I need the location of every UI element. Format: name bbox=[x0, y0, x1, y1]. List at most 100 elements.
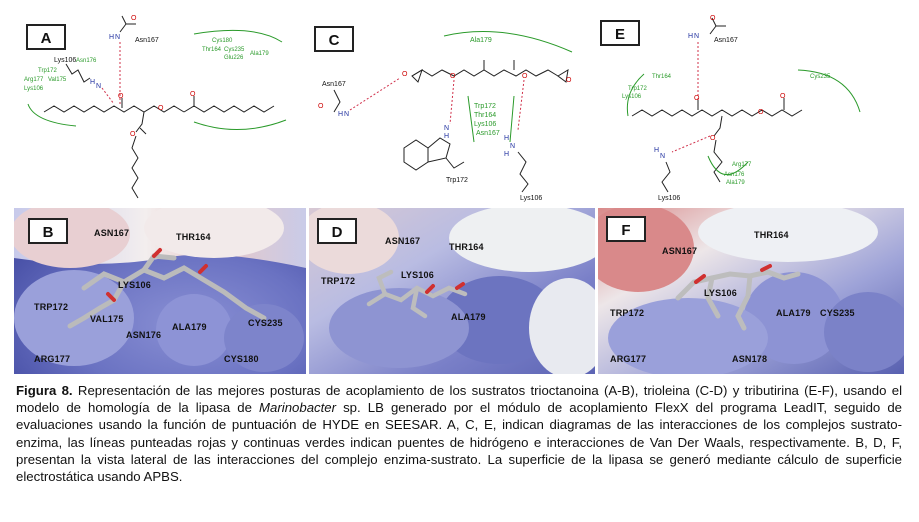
a-asn176-label: Asn176 bbox=[76, 58, 97, 64]
e-trp172-label: Trp172 bbox=[628, 86, 647, 92]
caption-part1: Representación de las mejores posturas d… bbox=[16, 383, 902, 416]
a-ala179-label: Ala179 bbox=[250, 51, 269, 57]
b-ala179-label: ALA179 bbox=[172, 322, 207, 332]
b-cys235-label: CYS235 bbox=[248, 318, 283, 328]
e-cys235-label: Cys235 bbox=[810, 74, 831, 80]
svg-text:O: O bbox=[130, 131, 136, 138]
panel-c-letter: C bbox=[314, 26, 354, 52]
svg-text:O: O bbox=[402, 71, 408, 78]
e-lys106b-label: Lys106 bbox=[658, 195, 680, 202]
svg-text:O: O bbox=[318, 103, 324, 110]
d-asn167-label: ASN167 bbox=[385, 236, 421, 246]
e-asn176-label: Asn176 bbox=[724, 172, 745, 178]
svg-text:N: N bbox=[344, 111, 349, 118]
svg-text:O: O bbox=[118, 93, 124, 100]
a-cys235-label: Cys235 bbox=[224, 47, 245, 53]
svg-text:O: O bbox=[710, 135, 716, 142]
svg-text:H: H bbox=[90, 79, 95, 86]
svg-text:H: H bbox=[688, 33, 693, 40]
panel-e-diagram: O H N Asn167 Thr164 Trp172 Lys106 O O O … bbox=[598, 12, 904, 204]
a-glu226-label: Glu226 bbox=[224, 55, 244, 61]
a-lys106b-label: Lys106 bbox=[24, 86, 44, 92]
panel-d-svg bbox=[309, 208, 595, 374]
a-val175-label: Val175 bbox=[48, 77, 67, 83]
d-lys106-label: LYS106 bbox=[401, 270, 434, 280]
svg-text:N: N bbox=[660, 153, 665, 160]
svg-text:O: O bbox=[758, 109, 764, 116]
c-asn167-label: Asn167 bbox=[322, 81, 346, 88]
f-trp172-label: TRP172 bbox=[610, 308, 645, 318]
svg-text:O: O bbox=[450, 73, 456, 80]
panel-e-letter: E bbox=[600, 20, 640, 46]
f-arg177-label: ARG177 bbox=[610, 354, 647, 364]
panel-f-surface: F ASN167 THR164 LYS106 TRP172 ALA179 CYS… bbox=[598, 208, 904, 374]
b-asn167-label: ASN167 bbox=[94, 228, 130, 238]
b-val175-label: VAL175 bbox=[90, 314, 124, 324]
svg-text:H: H bbox=[109, 34, 114, 41]
svg-text:N: N bbox=[694, 33, 699, 40]
panel-a-diagram: O H N Asn167 Lys106 H N Asn176 Trp172 Ar… bbox=[14, 12, 300, 204]
a-lys106-label: Lys106 bbox=[54, 57, 76, 64]
panel-e-svg: O H N Asn167 Thr164 Trp172 Lys106 O O O … bbox=[622, 15, 861, 202]
e-thr164-label: Thr164 bbox=[652, 74, 672, 80]
a-trp172-label: Trp172 bbox=[38, 68, 57, 74]
svg-text:O: O bbox=[131, 15, 137, 22]
panel-b-letter: B bbox=[28, 218, 68, 244]
svg-text:O: O bbox=[694, 95, 700, 102]
f-lys106-label: LYS106 bbox=[704, 288, 737, 298]
a-arg177-label: Arg177 bbox=[24, 77, 44, 83]
d-trp172-label: TRP172 bbox=[321, 276, 356, 286]
a-asn167-label: Asn167 bbox=[135, 37, 159, 44]
svg-text:O: O bbox=[522, 73, 528, 80]
e-arg177-label: Arg177 bbox=[732, 162, 752, 168]
c-trp172b-label: Trp172 bbox=[474, 103, 496, 110]
svg-text:H: H bbox=[444, 133, 449, 140]
svg-text:O: O bbox=[710, 15, 716, 22]
panel-d-letter: D bbox=[317, 218, 357, 244]
panel-a-letter: A bbox=[26, 24, 66, 50]
d-ala179-label: ALA179 bbox=[451, 312, 486, 322]
b-cys180-label: CYS180 bbox=[224, 354, 259, 364]
panel-a-svg: O H N Asn167 Lys106 H N Asn176 Trp172 Ar… bbox=[24, 15, 287, 199]
panel-f-letter: F bbox=[606, 216, 646, 242]
a-cys180-label: Cys180 bbox=[212, 38, 233, 44]
b-trp172-label: TRP172 bbox=[34, 302, 69, 312]
panel-d-surface: D ASN167 THR164 TRP172 LYS106 ALA179 bbox=[309, 208, 595, 374]
b-thr164-label: THR164 bbox=[176, 232, 211, 242]
e-asn167-label: Asn167 bbox=[714, 37, 738, 44]
c-trp172-label: Trp172 bbox=[446, 177, 468, 184]
f-asn167-label: ASN167 bbox=[662, 246, 698, 256]
svg-text:H: H bbox=[654, 147, 659, 154]
svg-text:H: H bbox=[504, 151, 509, 158]
panel-b-surface: B ASN167 THR164 LYS106 TRP172 VAL175 ALA… bbox=[14, 208, 306, 374]
c-lys106-label: Lys106 bbox=[474, 121, 496, 128]
b-arg177-label: ARG177 bbox=[34, 354, 71, 364]
svg-text:N: N bbox=[115, 34, 120, 41]
svg-text:H: H bbox=[504, 135, 509, 142]
caption-title: Figura 8. bbox=[16, 383, 73, 398]
f-ala179-label: ALA179 bbox=[776, 308, 811, 318]
svg-text:O: O bbox=[566, 77, 572, 84]
a-thr164-label: Thr164 bbox=[202, 47, 222, 53]
svg-text:O: O bbox=[190, 91, 196, 98]
c-asn167b-label: Asn167 bbox=[476, 130, 500, 137]
c-lys106b-label: Lys106 bbox=[520, 195, 542, 202]
svg-text:N: N bbox=[96, 83, 101, 90]
panel-c-diagram: Ala179 O O O O Asn167 O H N N H Trp172 T… bbox=[304, 12, 594, 204]
e-lys106-label: Lys106 bbox=[622, 94, 642, 100]
svg-text:H: H bbox=[338, 111, 343, 118]
f-asn178-label: ASN178 bbox=[732, 354, 768, 364]
e-ala179-label: Ala179 bbox=[726, 180, 745, 186]
c-ala179-label: Ala179 bbox=[470, 37, 492, 44]
svg-text:N: N bbox=[444, 125, 449, 132]
svg-text:N: N bbox=[510, 143, 515, 150]
b-asn176-label: ASN176 bbox=[126, 330, 162, 340]
panel-c-svg: Ala179 O O O O Asn167 O H N N H Trp172 T… bbox=[318, 31, 573, 202]
d-thr164-label: THR164 bbox=[449, 242, 484, 252]
svg-text:O: O bbox=[780, 93, 786, 100]
c-thr164-label: Thr164 bbox=[474, 112, 496, 119]
caption-organism: Marinobacter bbox=[259, 400, 337, 416]
caption-part2: sp. LB generado por el módulo de acoplam… bbox=[16, 400, 902, 485]
figure-caption: Figura 8. Representación de las mejores … bbox=[16, 382, 902, 485]
panel-f-svg bbox=[598, 208, 904, 374]
